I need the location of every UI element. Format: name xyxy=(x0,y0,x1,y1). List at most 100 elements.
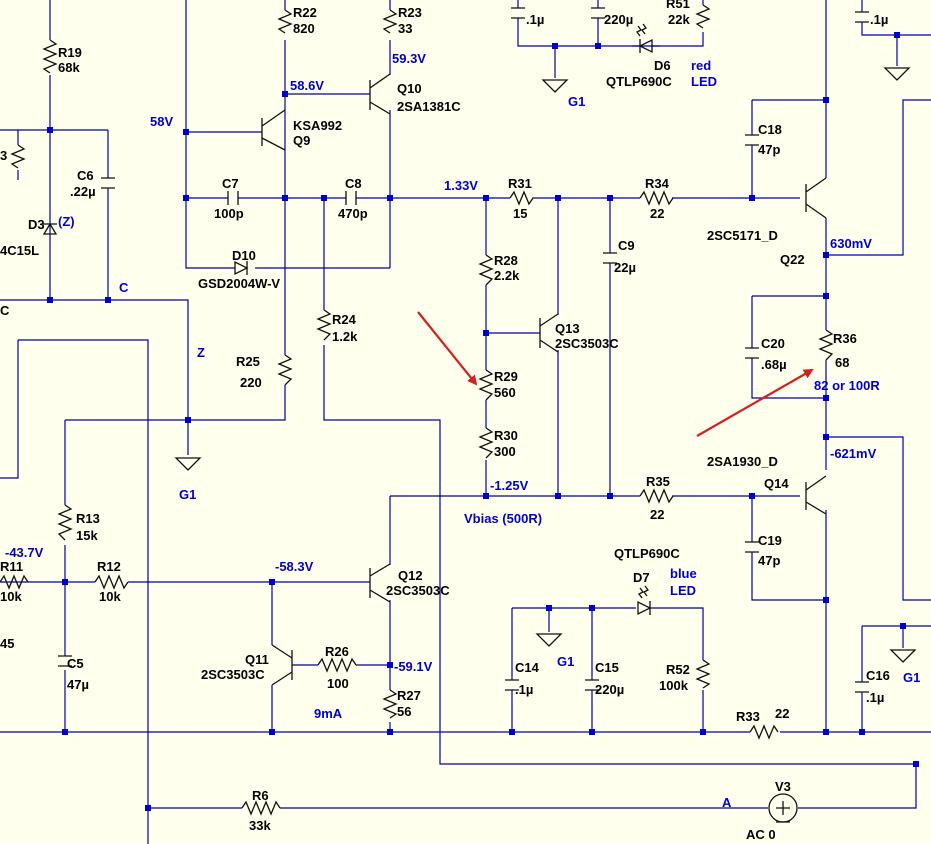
r51-ref: R51 xyxy=(666,0,690,11)
resistor-symbols xyxy=(0,4,834,816)
partial-label-c: C xyxy=(0,303,10,318)
c-top2-value: 220µ xyxy=(604,12,633,27)
r22-ref: R22 xyxy=(293,5,317,20)
ground-g1-left-symbol xyxy=(174,457,202,471)
r26-ref: R26 xyxy=(325,644,349,659)
d6-label2: LED xyxy=(691,74,717,89)
r25-ref: R25 xyxy=(236,354,260,369)
ground-g1-mid-symbol xyxy=(535,633,563,647)
c15-value: 220µ xyxy=(595,682,624,697)
c5-symbol xyxy=(58,655,72,667)
r51-value: 22k xyxy=(668,12,690,27)
net-g1-mid: G1 xyxy=(557,654,574,669)
q10-part: 2SA1381C xyxy=(397,99,461,114)
net-a: A xyxy=(722,795,732,810)
r34-ref: R34 xyxy=(645,176,670,191)
r24-value: 1.2k xyxy=(332,329,358,344)
r30-ref: R30 xyxy=(494,428,518,443)
net-labels: 58V 58.6V 59.3V 1.33V 630mV -621mV -1.25… xyxy=(0,51,920,810)
d3-symbol xyxy=(42,222,58,235)
c14-symbol xyxy=(505,679,519,691)
q11-part: 2SC3503C xyxy=(201,667,265,682)
d3-part: 4C15L xyxy=(0,243,39,258)
r27-symbol xyxy=(382,689,398,719)
c18-ref: C18 xyxy=(758,122,782,137)
c-top1-symbol xyxy=(511,7,525,19)
r29-value: 560 xyxy=(494,385,516,400)
c19-symbol xyxy=(745,541,759,553)
net-g1-left: G1 xyxy=(179,487,196,502)
net-minus-621mv: -621mV xyxy=(830,446,877,461)
r52-value: 100k xyxy=(659,678,689,693)
d6-symbol xyxy=(638,38,653,54)
q12-symbol xyxy=(369,563,391,603)
r35-value: 22 xyxy=(650,507,664,522)
ground-g1-top-symbol xyxy=(541,79,569,93)
r33-value: 22 xyxy=(775,706,789,721)
r26-value: 100 xyxy=(327,676,349,691)
c19-value: 47p xyxy=(758,553,780,568)
c16-ref: C16 xyxy=(866,668,890,683)
r29-symbol xyxy=(478,369,494,401)
r22-symbol xyxy=(277,9,293,34)
q10-symbol xyxy=(369,73,391,115)
d6-label1: red xyxy=(691,58,711,73)
r31-value: 15 xyxy=(513,206,527,221)
net-1-33v: 1.33V xyxy=(444,178,478,193)
c14-value: .1µ xyxy=(515,682,533,697)
r19-ref: R19 xyxy=(58,45,82,60)
r28-symbol xyxy=(478,254,494,286)
net-minus-43-7v: -43.7V xyxy=(5,545,44,560)
c8-ref: C8 xyxy=(345,176,362,191)
q14-ref: Q14 xyxy=(764,476,789,491)
r27-ref: R27 xyxy=(397,688,421,703)
r22-value: 820 xyxy=(293,21,315,36)
d10-part: GSD2004W-V xyxy=(198,276,280,291)
partial-label-45: 45 xyxy=(0,636,14,651)
ground-g1-right-symbol xyxy=(889,649,917,663)
r25-value: 220 xyxy=(240,375,262,390)
c5-ref: C5 xyxy=(67,656,84,671)
net-g1-right: G1 xyxy=(903,670,920,685)
d3-tag: (Z) xyxy=(58,214,75,229)
r13-ref: R13 xyxy=(76,511,100,526)
diode-symbols xyxy=(42,23,653,616)
q9-symbol xyxy=(261,109,286,151)
q9-part: KSA992 xyxy=(293,118,342,133)
c9-symbol xyxy=(603,252,617,264)
r52-ref: R52 xyxy=(666,662,690,677)
r19-symbol xyxy=(42,39,58,74)
r11-symbol xyxy=(0,574,29,590)
c7-value: 100p xyxy=(214,206,244,221)
c19-ref: C19 xyxy=(758,533,782,548)
c7-symbol xyxy=(227,191,239,205)
c14-ref: C14 xyxy=(515,660,540,675)
r24-ref: R24 xyxy=(332,312,357,327)
r27-value: 56 xyxy=(397,704,411,719)
ground-symbols xyxy=(174,67,917,663)
c20-value: .68µ xyxy=(761,357,787,372)
r30-symbol xyxy=(478,427,494,459)
net-minus-59-1v: -59.1V xyxy=(394,659,433,674)
c-top3-symbol xyxy=(855,11,869,23)
q13-symbol xyxy=(539,313,559,353)
r12-ref: R12 xyxy=(97,559,121,574)
net-c: C xyxy=(119,280,129,295)
q11-symbol xyxy=(271,644,293,686)
d7-label1: blue xyxy=(670,566,697,581)
r11-value: 10k xyxy=(0,589,22,604)
d7-part: QTLP690C xyxy=(614,546,680,561)
r13-value: 15k xyxy=(76,528,98,543)
r12-symbol xyxy=(94,574,129,590)
q22-ref: Q22 xyxy=(780,252,805,267)
annotation-arrow-r29 xyxy=(417,311,478,386)
d10-symbol xyxy=(234,260,249,276)
c9-ref: C9 xyxy=(618,238,635,253)
r29-ref: R29 xyxy=(494,369,518,384)
q12-part: 2SC3503C xyxy=(386,583,450,598)
r36-value: 68 xyxy=(835,355,849,370)
r13-symbol xyxy=(57,504,73,541)
q14-symbol xyxy=(805,475,827,515)
